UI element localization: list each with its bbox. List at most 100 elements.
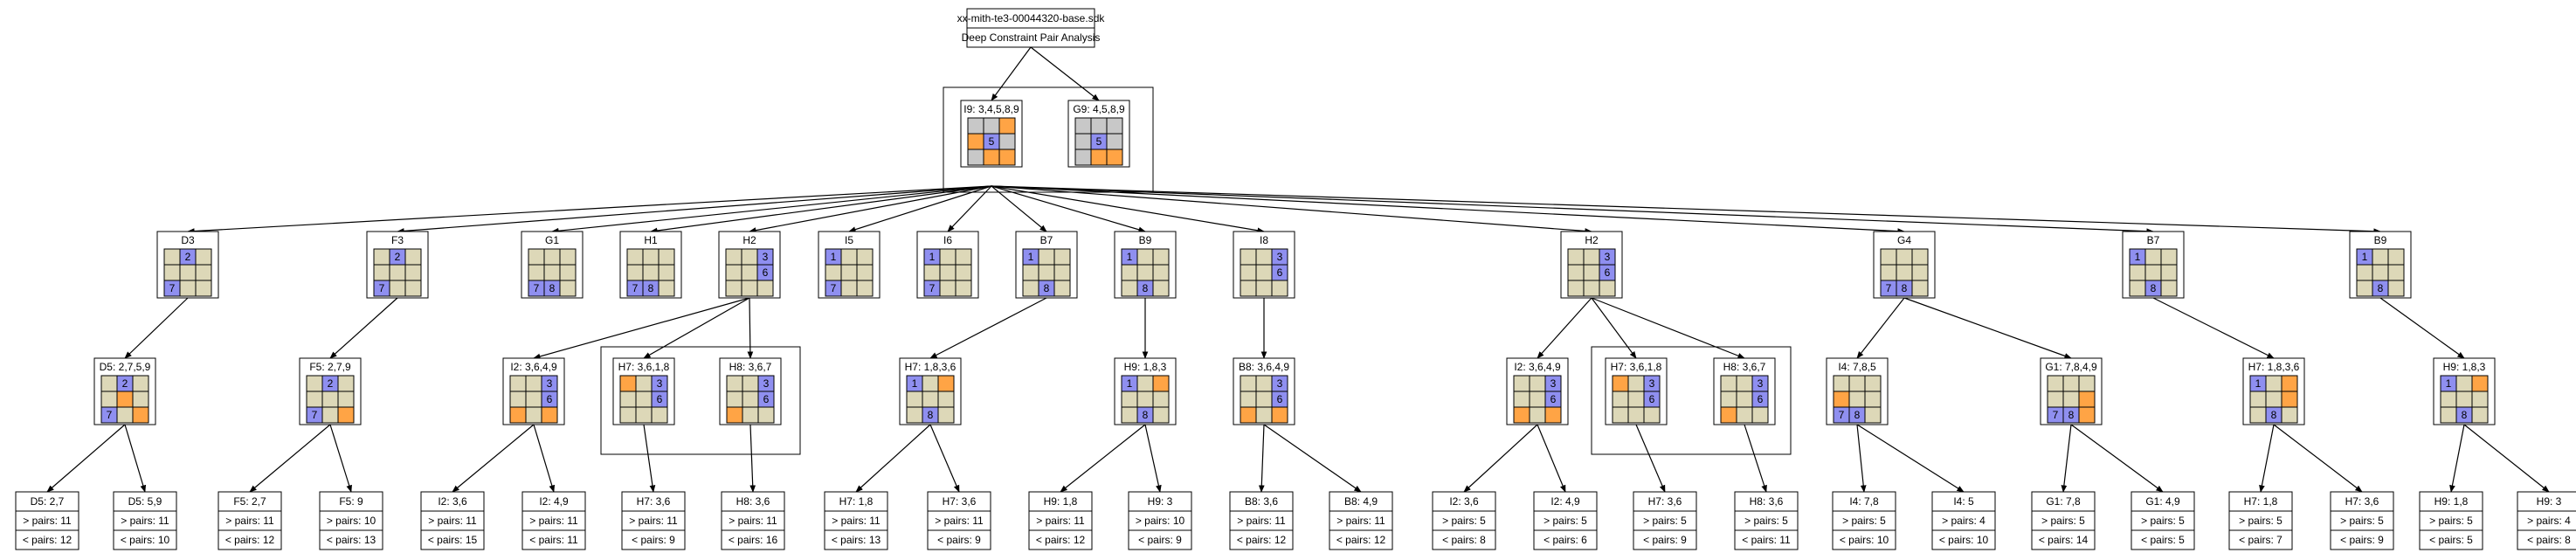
tree-edge (533, 297, 750, 360)
card-f5-cell (337, 375, 355, 392)
top-card-0-cell (998, 117, 1016, 135)
tree-edge (124, 424, 147, 493)
leaf-row-frame (1633, 529, 1697, 550)
card-g1-cell-digit: 8 (549, 282, 556, 294)
card-h8b-cell (1751, 406, 1769, 424)
card-h9a-title: H9: 1,8,3 (1124, 361, 1167, 373)
card-g1-cell (528, 248, 545, 266)
card-h7c-cell (1627, 406, 1645, 424)
card-h7c-cell (1612, 406, 1629, 424)
card-b7a-cell (1038, 264, 1055, 281)
leaf-row-frame (2330, 529, 2394, 550)
card-g4-cell (1896, 264, 1913, 281)
card-b9b-cell (2356, 264, 2373, 281)
tree-edge (991, 185, 2381, 235)
card-i4-cell-digit: 7 (1839, 409, 1845, 421)
card-h9a-cell (1152, 406, 1170, 424)
card-h7a-cell (651, 406, 668, 424)
card-h2a-cell (741, 280, 758, 297)
top-card-1-cell (1074, 149, 1092, 166)
card-h9b-cell (2455, 375, 2473, 392)
tree-edge (249, 424, 331, 493)
tree-edge (643, 297, 750, 359)
tree-edge (533, 424, 556, 493)
top-card-0-cell-digit: 5 (989, 135, 995, 148)
card-i2a-cell (509, 406, 527, 424)
card-b9a-cell (1121, 264, 1138, 281)
leaf-title: H8: 3,6 (736, 495, 770, 508)
tree-edge (2273, 424, 2363, 493)
leaf-row-frame (1028, 529, 1093, 550)
card-i2b-cell (1513, 406, 1530, 424)
card-h1-cell (642, 264, 660, 281)
leaf-title: G1: 4,9 (2145, 495, 2180, 508)
card-b9a-cell-digit: 1 (1127, 251, 1133, 263)
card-h8a-cell (757, 406, 775, 424)
card-h7c-cell (1627, 375, 1645, 392)
card-h1-cell (658, 280, 675, 297)
card-h9b: H9: 1,8,318 (2433, 357, 2496, 425)
leaf-pairs-lt: < pairs: 9 (2340, 534, 2384, 546)
leaf-title: I4: 7,8 (1849, 495, 1879, 508)
card-b7b-cell (2160, 264, 2178, 281)
card-d5-cell-digit: 2 (122, 377, 128, 390)
card-b9a-cell (1136, 248, 1154, 266)
card-b7b-cell (2129, 264, 2146, 281)
card-b9b-cell (2387, 264, 2405, 281)
leaf-title: D5: 5,9 (128, 495, 162, 508)
card-i6-cell (955, 264, 972, 281)
card-h2b-cell-digit: 6 (1605, 266, 1611, 279)
leaf-row-frame (420, 529, 485, 550)
tree-edge (929, 297, 1047, 359)
card-h2b-cell (1567, 264, 1585, 281)
top-card-0-cell (967, 117, 984, 135)
card-h7a: H7: 3,6,1,836 (612, 357, 675, 425)
card-h7a-cell (635, 375, 653, 392)
card-h9a-cell-digit: 8 (1143, 409, 1149, 421)
leaf-pairs-lt: < pairs: 8 (2527, 534, 2571, 546)
leaf-row-frame (721, 529, 785, 550)
card-g1b-cell (2047, 391, 2064, 408)
card-h8b-cell (1736, 391, 1753, 408)
edge-layer (46, 46, 2550, 493)
leaf-title: B8: 3,6 (1245, 495, 1278, 508)
leaf-row-frame (113, 529, 177, 550)
card-d5-cell (116, 391, 134, 408)
card-i6-cell-digit: 7 (929, 282, 936, 294)
tree-edge (1635, 424, 1666, 493)
card-h2a-cell (725, 264, 742, 281)
card-i5-title: I5 (845, 234, 853, 246)
card-h7b-cell (906, 406, 923, 424)
card-i6-cell (939, 280, 957, 297)
card-b8a-cell (1271, 406, 1288, 424)
card-h7b-cell-digit: 8 (928, 409, 934, 421)
card-d5-cell (100, 391, 118, 408)
top-card-0-title: I9: 3,4,5,8,9 (963, 103, 1019, 115)
card-d5: D5: 2,7,5,927 (93, 357, 156, 425)
top-card-1-cell (1074, 133, 1092, 150)
cluster-layer (600, 86, 1792, 455)
card-g1b-cell (2047, 375, 2064, 392)
card-i6-title: I6 (943, 234, 952, 246)
card-h9b-cell-digit: 8 (2462, 409, 2468, 421)
top-card-1: G9: 4,5,8,95 (1067, 100, 1130, 168)
leaf-pairs-lt: < pairs: 5 (2141, 534, 2185, 546)
card-g1-cell (559, 264, 577, 281)
card-h2b-cell (1567, 280, 1585, 297)
card-b8a-cell (1255, 391, 1273, 408)
tree-edge (1537, 424, 1566, 493)
card-h2a-cell (741, 248, 758, 266)
card-d5-cell (132, 391, 149, 408)
leaf-pairs-lt: < pairs: 12 (1336, 534, 1386, 546)
top-card-0-cell (983, 117, 1000, 135)
leaf-row-frame (621, 529, 686, 550)
card-d3-cell (179, 280, 197, 297)
leaf-pairs-gt: > pairs: 4 (2527, 515, 2571, 527)
card-h7d-cell (2281, 391, 2298, 408)
card-d3-cell (195, 248, 212, 266)
leaf-title: H9: 1,8 (2434, 495, 2469, 508)
